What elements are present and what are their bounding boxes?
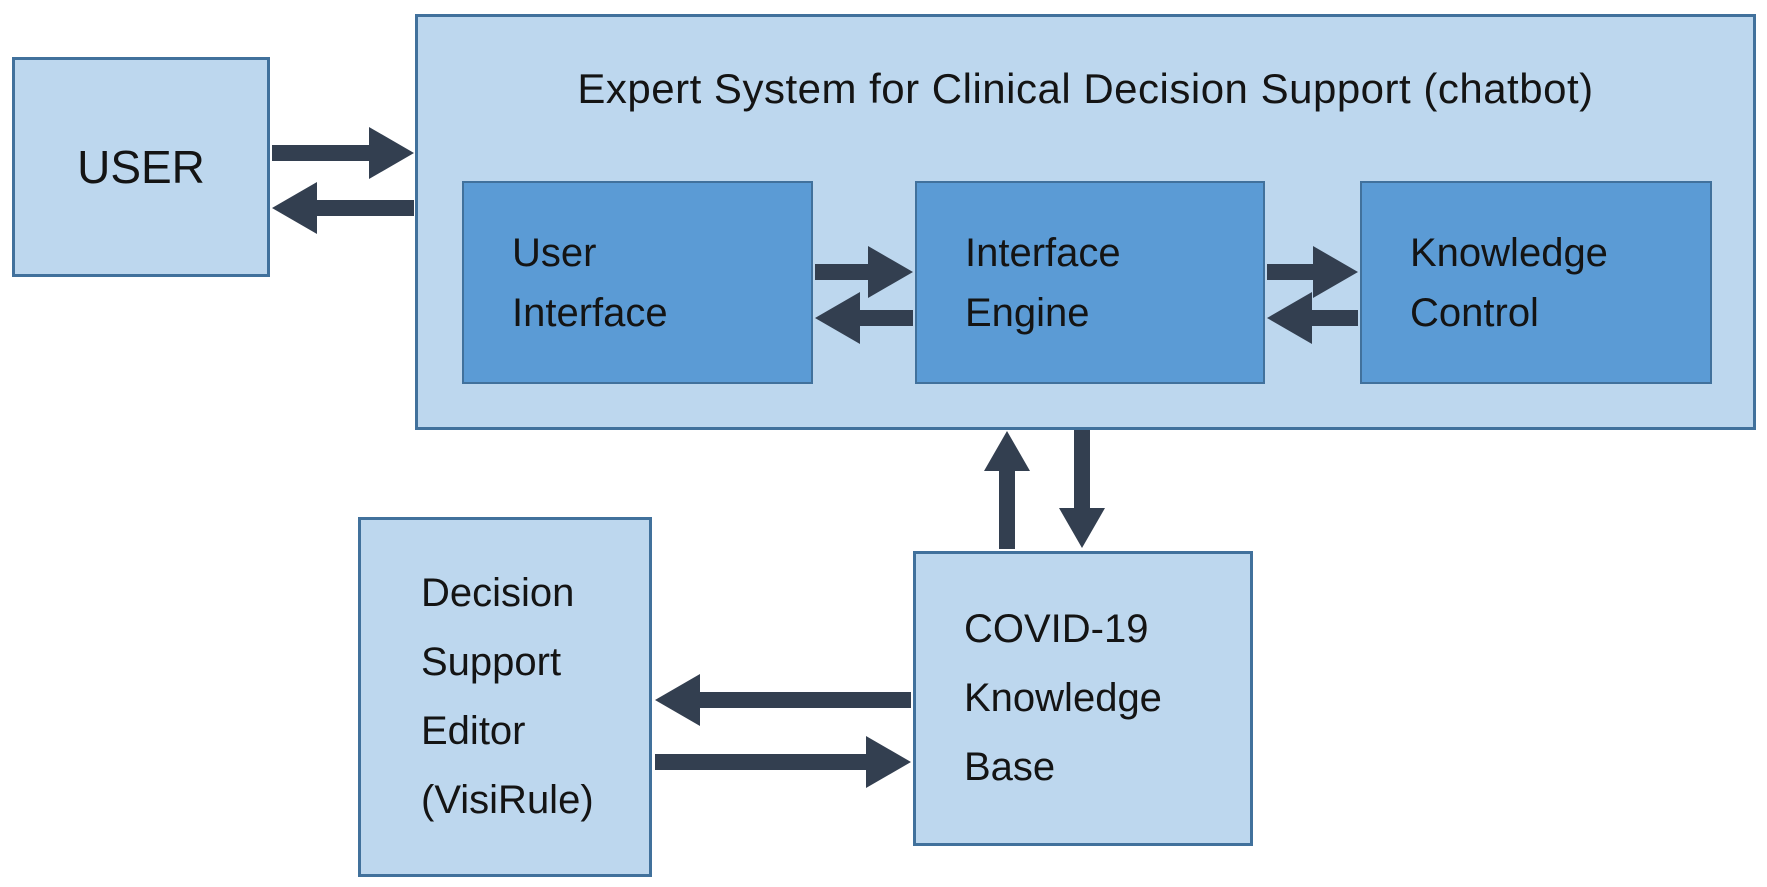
node-user-interface: User Interface xyxy=(462,181,813,384)
node-covid-knowledge-base-label: COVID-19 Knowledge Base xyxy=(964,607,1162,789)
arrow-editor-to-knowledge-base xyxy=(655,736,911,788)
node-user: USER xyxy=(12,57,270,277)
node-decision-support-editor: Decision Support Editor (VisiRule) xyxy=(358,517,652,877)
arrow-expert-system-to-knowledge-base xyxy=(1059,430,1105,548)
arrow-expert-system-to-user xyxy=(272,182,414,234)
arrow-user-to-expert-system xyxy=(272,127,414,179)
node-covid-knowledge-base: COVID-19 Knowledge Base xyxy=(913,551,1253,846)
arrow-interface-engine-to-user-interface xyxy=(815,292,913,344)
arrow-knowledge-base-to-expert-system xyxy=(984,431,1030,549)
node-interface-engine-label: Interface Engine xyxy=(965,230,1121,335)
arrow-interface-engine-to-knowledge-control xyxy=(1267,246,1358,298)
node-knowledge-control-label: Knowledge Control xyxy=(1410,230,1608,335)
node-expert-system: Expert System for Clinical Decision Supp… xyxy=(415,14,1756,430)
arrow-knowledge-control-to-interface-engine xyxy=(1267,292,1358,344)
node-knowledge-control: Knowledge Control xyxy=(1360,181,1712,384)
expert-system-title: Expert System for Clinical Decision Supp… xyxy=(577,65,1594,112)
node-user-label: USER xyxy=(77,140,205,193)
node-decision-support-editor-label: Decision Support Editor (VisiRule) xyxy=(421,571,594,822)
node-user-interface-label: User Interface xyxy=(512,230,668,335)
node-interface-engine: Interface Engine xyxy=(915,181,1265,384)
arrow-knowledge-base-to-editor xyxy=(655,674,911,726)
arrow-user-interface-to-interface-engine xyxy=(815,246,913,298)
